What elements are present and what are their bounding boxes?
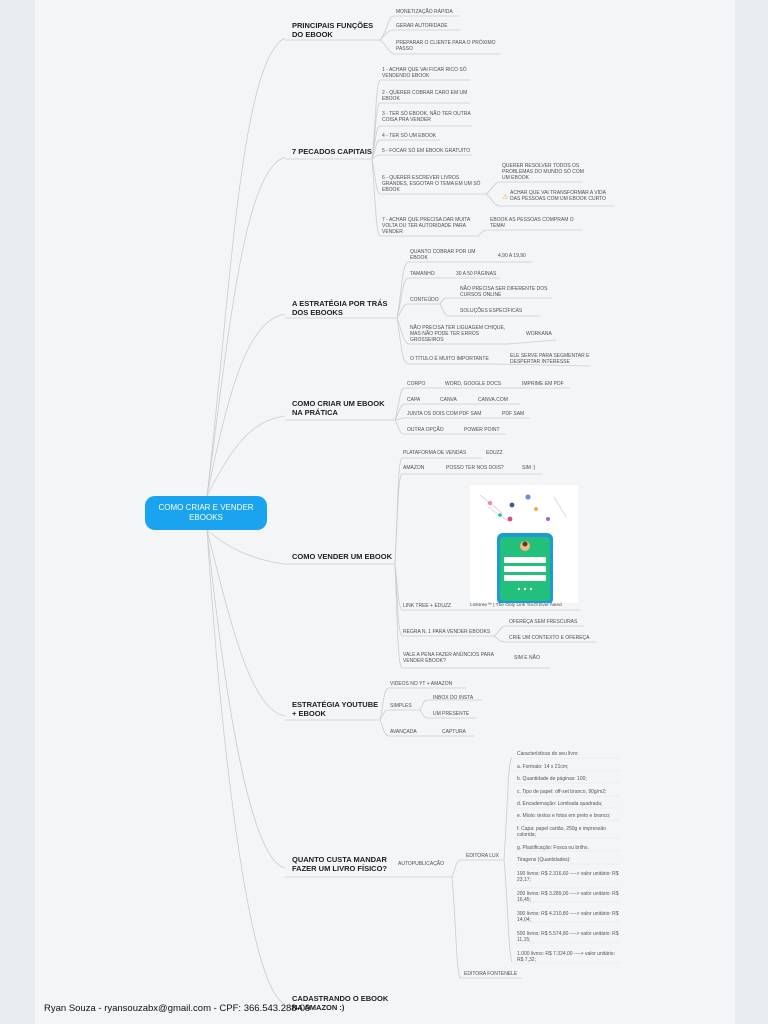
detail-6: f. Capa: papel cartão, 250g e impressão … [517, 826, 606, 839]
detail-7: g. Plastificação: Fosca ou brilho. [517, 845, 589, 851]
node-tamanho-valor[interactable]: 30 A 50 PÁGINAS [456, 271, 497, 277]
node-amazon[interactable]: AMAZON [403, 465, 425, 471]
node-vale-1[interactable]: SIM E NÃO [514, 655, 540, 661]
node-outra-1[interactable]: POWER POINT [464, 427, 500, 433]
detail-2: b. Quantidade de páginas: 100; [517, 776, 587, 782]
node-regra-1[interactable]: OFEREÇA SEM FRESCURAS [509, 619, 578, 625]
node-simples[interactable]: SIMPLES [390, 703, 412, 709]
node-regra-2[interactable]: CRIE UM CONTEXTO E OFEREÇA [509, 635, 590, 641]
node-regra[interactable]: REGRA N. 1 PARA VENDER EBOOKS [403, 629, 491, 635]
node-pecado-7[interactable]: 7 - ACHAR QUE PRECISA DAR MUITA VOLTA OU… [382, 217, 470, 235]
branch-youtube[interactable]: ESTRATÉGIA YOUTUBE + EBOOK [292, 700, 379, 718]
node-presente[interactable]: UM PRESENTE [433, 711, 470, 717]
node-vale-pena[interactable]: VALE A PENA FAZER ANÚNCIOS PARA VENDER E… [403, 652, 494, 664]
footer-credits: Ryan Souza - ryansouzabx@gmail.com - CPF… [44, 1003, 311, 1014]
linktree-thumbnail[interactable] [470, 485, 578, 603]
node-pecado-1[interactable]: 1 - ACHAR QUE VAI FICAR RICO SÓ VENDENDO… [382, 67, 467, 79]
node-capa-2[interactable]: CANVA.COM [478, 397, 508, 403]
node-pecado-6b[interactable]: ACHAR QUE VAI TRANSFORMAR A VIDA DAS PES… [510, 190, 606, 202]
detail-5: e. Miolo: textos e fotos em preto e bran… [517, 813, 611, 819]
node-titulo-sub[interactable]: ELE SERVE PARA SEGMENTAR E DESPERTAR INT… [510, 353, 590, 365]
node-link-tree[interactable]: LINK TREE + EDUZZ [403, 603, 452, 609]
node-linktree-link[interactable]: Linktree™ | The Only Link You'll Ever Ne… [470, 603, 562, 608]
branch-livro-fisico[interactable]: QUANTO CUSTA MANDAR FAZER UM LIVRO FÍSIC… [292, 855, 387, 873]
node-titulo[interactable]: O TÍTULO É MUITO IMPORTANTE [410, 356, 489, 362]
branch-cadastrando[interactable]: CADASTRANDO O EBOOK NA AMAZON :) [292, 994, 389, 1012]
node-pecado-7-sub[interactable]: EBOOK AS PESSOAS COMPRAM O TEMA! [490, 217, 574, 229]
detail-3: c. Tipo de papel: off-set branco, 90g/m2… [517, 789, 607, 795]
node-preco[interactable]: 4,90 A 19,90 [498, 253, 526, 259]
node-pecado-2[interactable]: 2 - QUERER COBRAR CARO EM UM EBOOK [382, 90, 468, 102]
node-pecado-4[interactable]: 4 - TER SÓ UM EBOOK [382, 133, 437, 139]
node-pecado-5[interactable]: 5 - FOCAR SÓ EM EBOOK GRATUITO [382, 148, 471, 154]
detail-10: 200 livros: R$ 3.289,00 ----> valor unit… [517, 891, 619, 904]
node-editora-fontenele[interactable]: EDITORA FONTENELE [464, 971, 518, 977]
phone-illustration [479, 494, 567, 603]
node-conteudo-2[interactable]: SOLUÇÕES ESPECÍFICAS [460, 308, 523, 314]
node-captura[interactable]: CAPTURA [442, 729, 466, 735]
detail-9: 100 livros: R$ 2.316,60 ----> valor unit… [517, 871, 619, 884]
node-pecado-3[interactable]: 3 - TER SÓ EBOOK, NÃO TER OUTRA COISA PR… [382, 111, 471, 123]
node-monetizacao[interactable]: MONETIZAÇÃO RÁPIDA [396, 9, 453, 15]
node-junta-1[interactable]: PDF SAM [502, 411, 525, 417]
branch-como-vender[interactable]: COMO VENDER UM EBOOK [292, 552, 393, 561]
detail-13: 1.000 livros: R$ 7.324,00 ----> valor un… [517, 951, 615, 964]
node-capa[interactable]: CAPA [407, 397, 421, 403]
node-conteudo-1[interactable]: NÃO PRECISA SER DIFERENTE DOS CURSOS ONL… [460, 286, 548, 298]
node-conteudo[interactable]: CONTEÚDO [410, 297, 439, 303]
central-topic[interactable]: COMO CRIAR E VENDER EBOOKS [145, 496, 267, 530]
node-linguagem[interactable]: NÃO PRECISA TER LIGUAGEM CHIQUE, MAS NÃO… [410, 325, 506, 343]
node-capa-1[interactable]: CANVA [440, 397, 457, 403]
branch-estrategia[interactable]: A ESTRATÉGIA POR TRÁS DOS EBOOKS [292, 299, 388, 317]
node-videos-yt[interactable]: VIDEOS NO YT + AMAZON [390, 681, 453, 687]
node-outra-opcao[interactable]: OUTRA OPÇÃO [407, 427, 444, 433]
node-tamanho[interactable]: TAMANHO [410, 271, 435, 277]
branch-principais-funcoes[interactable]: PRINCIPAIS FUNÇÕES DO EBOOK [292, 21, 374, 39]
node-amazon-1[interactable]: POSSO TER NOS DOIS? [446, 465, 504, 471]
warning-icon: ⚠ [502, 194, 509, 201]
node-corpo-1[interactable]: WORD, GOOGLE DOCS [445, 381, 502, 387]
detail-11: 300 livros: R$ 4.210,80 ----> valor unit… [517, 911, 619, 924]
detail-0: Características do seu livro: [517, 751, 579, 757]
node-junta[interactable]: JUNTA OS DOIS COM PDF SAM [407, 411, 482, 417]
detail-12: 500 livros: R$ 5.574,80 ----> valor unit… [517, 931, 619, 944]
node-amazon-2[interactable]: SIM :) [522, 465, 536, 471]
node-avancada[interactable]: AVANÇADA [390, 729, 417, 735]
detail-1: a. Formato: 14 x 21cm; [517, 764, 569, 770]
node-plataforma[interactable]: PLATAFORMA DE VENDAS [403, 450, 467, 456]
node-inbox[interactable]: INBOX DO INSTA [433, 695, 474, 701]
node-eduzz[interactable]: EDUZZ [486, 450, 503, 456]
node-preparar-cliente[interactable]: PREPARAR O CLIENTE PARA O PRÓXIMO PASSO [396, 40, 496, 52]
node-corpo[interactable]: CORPO [407, 381, 426, 387]
detail-4: d. Encadernação: Lombada quadrada; [517, 801, 603, 807]
branch-como-criar[interactable]: COMO CRIAR UM EBOOK NA PRÁTICA [292, 399, 385, 417]
node-corpo-2[interactable]: IMPRIME EM PDF [522, 381, 564, 387]
node-editora-lux[interactable]: EDITORA LUX [466, 853, 499, 859]
node-autopublicacao[interactable]: AUTOPUBLICAÇÃO [398, 861, 445, 867]
branch-7-pecados[interactable]: 7 PECADOS CAPITAIS [292, 147, 372, 156]
node-quanto-cobrar[interactable]: QUANTO COBRAR POR UM EBOOK [410, 249, 476, 261]
node-gerar-autoridade[interactable]: GERAR AUTORIDADE [396, 23, 448, 29]
node-workana[interactable]: WORKANA [526, 331, 552, 337]
detail-8: Tiragens (Quantidades): [517, 857, 571, 863]
node-pecado-6[interactable]: 6 - QUERER ESCREVER LIVROS GRANDES, ESGO… [382, 175, 481, 193]
node-pecado-6a[interactable]: QUERER RESOLVER TODOS OS PROBLEMAS DO MU… [502, 163, 584, 181]
